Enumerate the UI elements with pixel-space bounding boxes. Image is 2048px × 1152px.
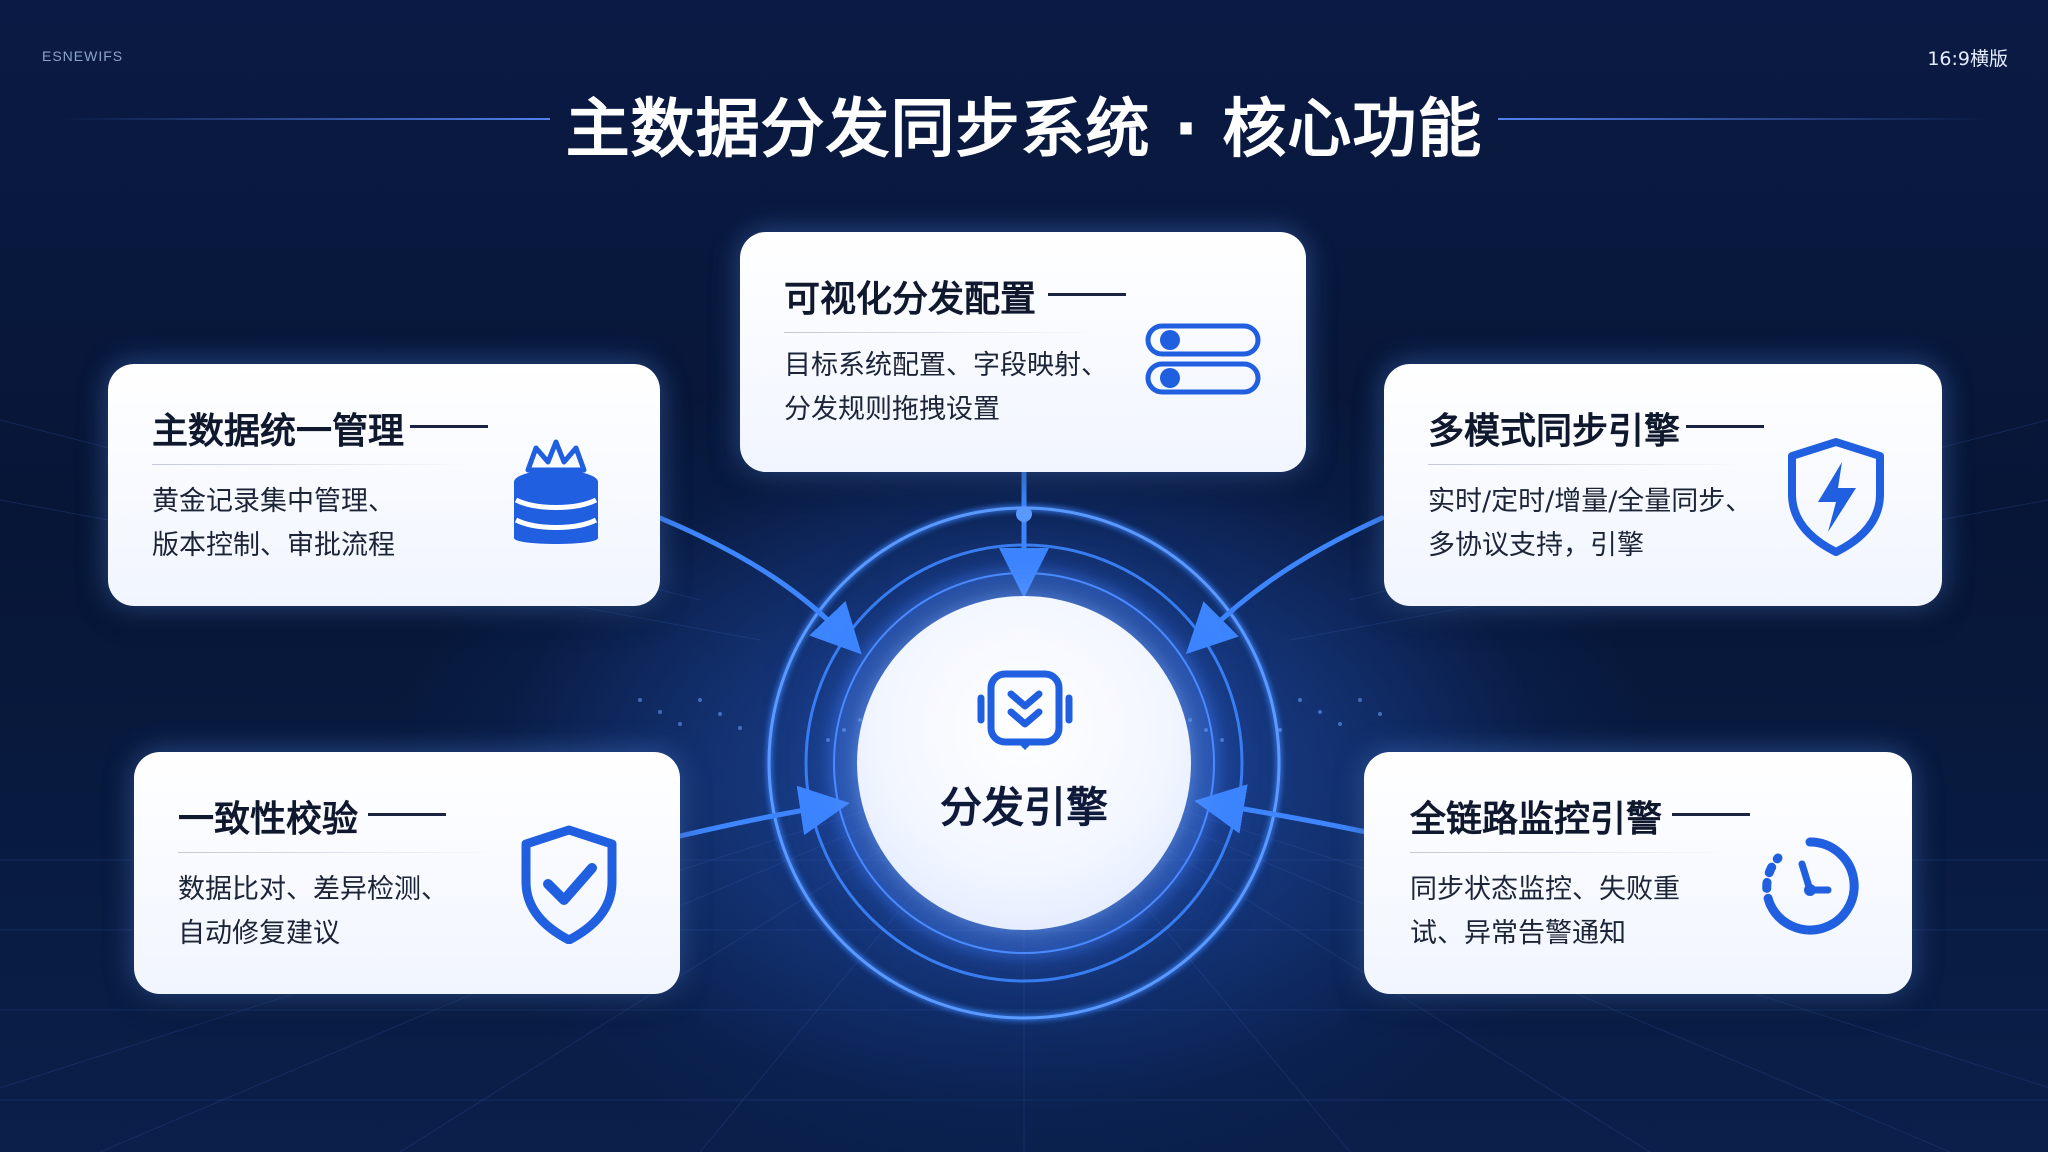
feature-card-monitoring[interactable]: 全链路监控引警 同步状态监控、失败重 试、异常告警通知	[1364, 752, 1912, 994]
card-desc-line-2: 自动修复建议	[178, 918, 340, 949]
title-dash	[1672, 813, 1750, 816]
hub-label: 分发引擎	[939, 783, 1108, 832]
card-divider	[784, 332, 1104, 333]
card-desc-line-1: 同步状态监控、失败重	[1410, 874, 1680, 905]
title-dash	[368, 813, 446, 816]
title-rule-left	[58, 118, 550, 120]
title-rule-right	[1498, 118, 1990, 120]
card-desc-line-1: 实时/定时/增量/全量同步、	[1428, 486, 1753, 517]
gauge-clock-icon	[1762, 837, 1859, 935]
card-divider	[1428, 464, 1748, 465]
card-title: 全链路监控引警	[1410, 799, 1663, 840]
brand-logo-text: ESNEWIFS	[42, 48, 124, 64]
card-title: 一致性校验	[178, 799, 359, 840]
format-tag: 16:9横版	[1927, 48, 2008, 70]
card-divider	[152, 464, 472, 465]
card-title: 可视化分发配置	[784, 279, 1037, 320]
lightning-shield-icon	[1788, 438, 1884, 556]
distribution-engine-hub[interactable]: 分发引擎	[857, 596, 1191, 930]
card-title: 多模式同步引擎	[1428, 411, 1681, 452]
card-desc-line-1: 数据比对、差异检测、	[178, 874, 448, 905]
card-desc-line-2: 多协议支持，引擎	[1428, 530, 1644, 561]
feature-card-consistency[interactable]: 一致性校验 数据比对、差异检测、 自动修复建议	[134, 752, 680, 994]
card-desc-line-2: 版本控制、审批流程	[152, 530, 395, 561]
title-dash	[1048, 293, 1126, 296]
feature-card-master-data[interactable]: 主数据统一管理 黄金记录集中管理、 版本控制、审批流程	[108, 364, 660, 606]
page-title: 主数据分发同步系统 · 核心功能	[565, 93, 1483, 167]
check-shield-icon	[521, 825, 617, 944]
title-dash	[1686, 425, 1764, 428]
card-desc-line-1: 黄金记录集中管理、	[152, 486, 395, 517]
feature-card-sync-engine[interactable]: 多模式同步引擎 实时/定时/增量/全量同步、 多协议支持，引擎	[1384, 364, 1942, 606]
engine-chevrons-icon	[977, 670, 1073, 750]
toggle-switches-icon	[1145, 323, 1261, 395]
card-divider	[178, 852, 498, 853]
card-title: 主数据统一管理	[152, 411, 405, 452]
crown-database-icon	[514, 439, 598, 544]
card-desc-line-2: 分发规则拖拽设置	[784, 394, 1000, 425]
card-desc-line-1: 目标系统配置、字段映射、	[784, 350, 1108, 381]
card-desc-line-2: 试、异常告警通知	[1410, 918, 1626, 949]
feature-card-visual-config[interactable]: 可视化分发配置 目标系统配置、字段映射、 分发规则拖拽设置	[740, 232, 1306, 472]
title-dash	[410, 425, 488, 428]
card-divider	[1410, 852, 1730, 853]
